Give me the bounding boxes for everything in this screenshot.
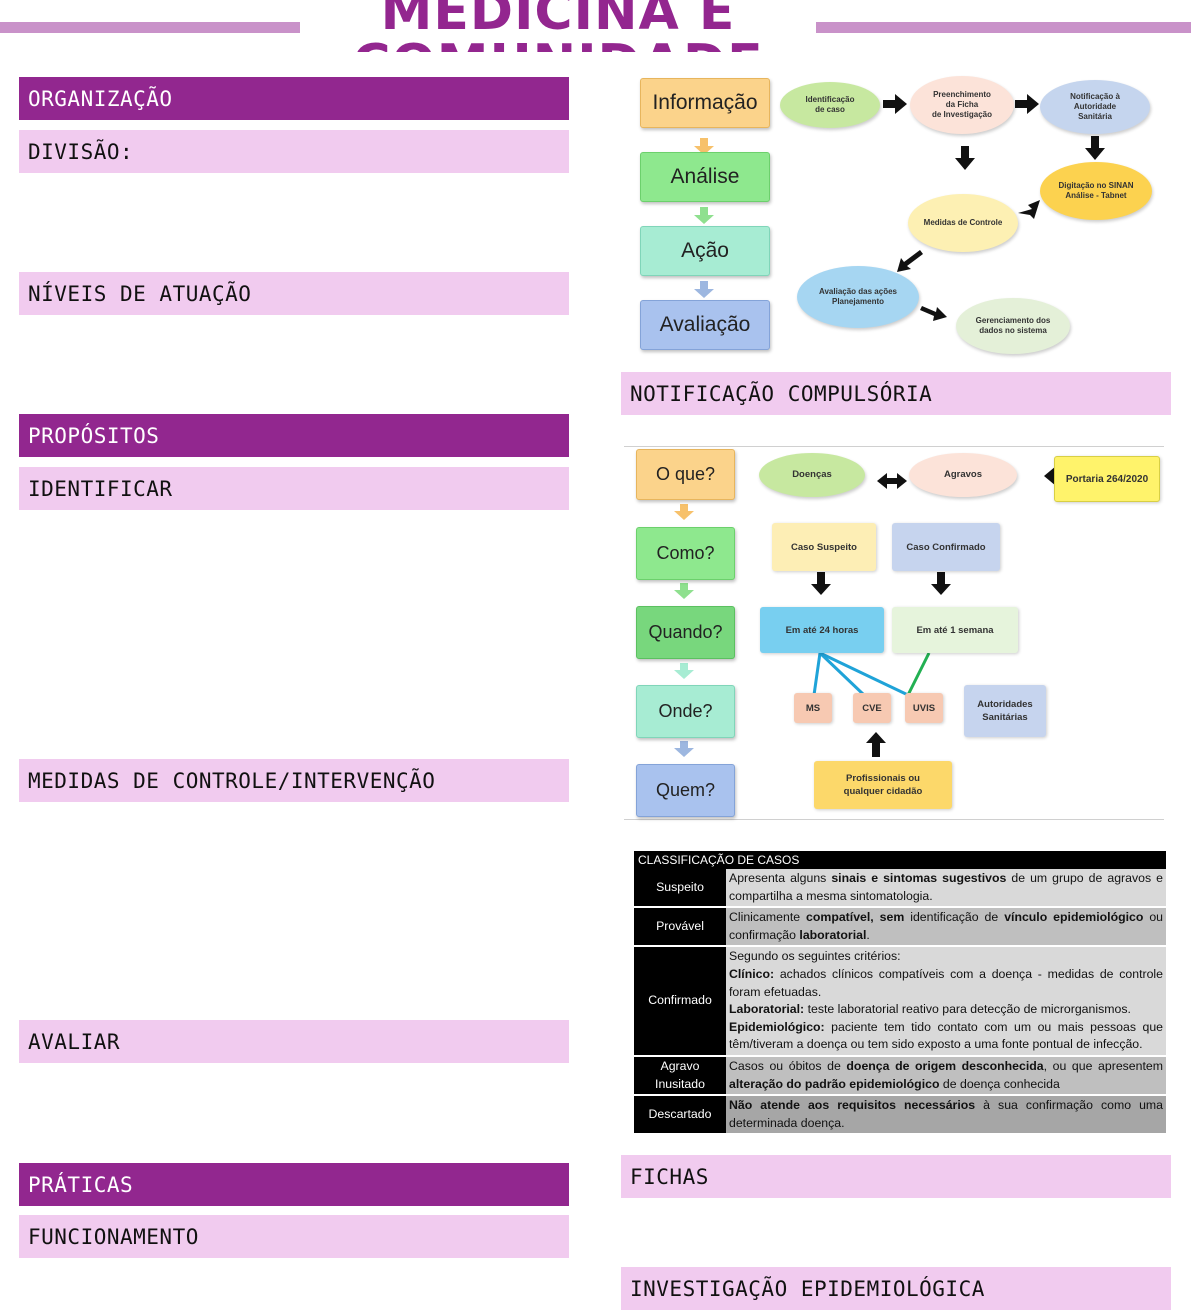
diagram-surveillance-flow: Informação Análise Ação Avaliação Identi…: [620, 70, 1170, 360]
question-quem: Quem?: [636, 764, 735, 817]
table-row: Descartado Não atende aos requisitos nec…: [634, 1095, 1166, 1136]
diagram2-arrows: [674, 466, 1070, 757]
row-value: Casos ou óbitos de doença de origem desc…: [726, 1055, 1166, 1097]
section-divisao: DIVISÃO:: [19, 130, 569, 173]
node-caso-confirmado: Caso Confirmado: [892, 523, 1000, 571]
node-caso-suspeito: Caso Suspeito: [772, 523, 876, 571]
row-key: Agravo Inusitado: [634, 1055, 726, 1097]
section-avaliar: AVALIAR: [19, 1020, 569, 1063]
section-organizacao: ORGANIZAÇÃO: [19, 77, 569, 120]
row-key: Provável: [634, 907, 726, 948]
row-value: Não atende aos requisitos necessários à …: [726, 1095, 1166, 1136]
section-identificar: IDENTIFICAR: [19, 467, 569, 510]
diagram-notification: O que? Como? Quando? Onde? Quem? Doenças…: [624, 446, 1164, 820]
section-funcionamento: FUNCIONAMENTO: [19, 1215, 569, 1258]
step-avaliacao: Avaliação: [640, 300, 770, 350]
row-value: Clinicamente compatível, sem identificaç…: [726, 907, 1166, 948]
header-line-left: [0, 22, 300, 33]
section-niveis: NÍVEIS DE ATUAÇÃO: [19, 272, 569, 315]
question-onde: Onde?: [636, 685, 735, 738]
table-row: Suspeito Apresenta alguns sinais e sinto…: [634, 869, 1166, 909]
classificacao-header: CLASSIFICAÇÃO DE CASOS: [634, 851, 1166, 869]
step-acao: Ação: [640, 226, 770, 276]
step-analise: Análise: [640, 152, 770, 202]
row-key: Confirmado: [634, 946, 726, 1057]
row-value: Segundo os seguintes critérios:Clínico: …: [726, 946, 1166, 1057]
row-key: Suspeito: [634, 869, 726, 909]
node-medidas: Medidas de Controle: [908, 194, 1018, 252]
table-row: Confirmado Segundo os seguintes critério…: [634, 946, 1166, 1057]
table-row: Provável Clinicamente compatível, sem id…: [634, 907, 1166, 948]
step-informacao: Informação: [640, 78, 770, 128]
classificacao-table: CLASSIFICAÇÃO DE CASOS Suspeito Apresent…: [634, 851, 1166, 1136]
question-quando: Quando?: [636, 606, 735, 659]
node-cve: CVE: [853, 693, 891, 723]
section-fichas: FICHAS: [621, 1155, 1171, 1198]
section-propositos: PROPÓSITOS: [19, 414, 569, 457]
node-doencas: Doenças: [759, 453, 865, 497]
section-medidas: MEDIDAS DE CONTROLE/INTERVENÇÃO: [19, 759, 569, 802]
node-agravos: Agravos: [909, 453, 1017, 497]
node-portaria: Portaria 264/2020: [1054, 456, 1160, 502]
section-praticas: PRÁTICAS: [19, 1163, 569, 1206]
node-ms: MS: [794, 693, 832, 723]
page-title: MEDICINA E COMUNIDADE: [352, 0, 762, 52]
question-o-que: O que?: [636, 449, 735, 500]
section-investigacao: INVESTIGAÇÃO EPIDEMIOLÓGICA: [621, 1267, 1171, 1310]
row-value: Apresenta alguns sinais e sintomas suges…: [726, 869, 1166, 909]
section-notificacao: NOTIFICAÇÃO COMPULSÓRIA: [621, 372, 1171, 415]
diagram1-arrows: [694, 94, 1105, 321]
node-prazo-24h: Em até 24 horas: [760, 607, 884, 653]
row-key: Descartado: [634, 1095, 726, 1136]
question-como: Como?: [636, 527, 735, 580]
header-line-right: [816, 22, 1191, 33]
node-prazo-1sem: Em até 1 semana: [892, 607, 1018, 653]
table-row: Agravo Inusitado Casos ou óbitos de doen…: [634, 1055, 1166, 1097]
node-uvis: UVIS: [905, 693, 943, 723]
